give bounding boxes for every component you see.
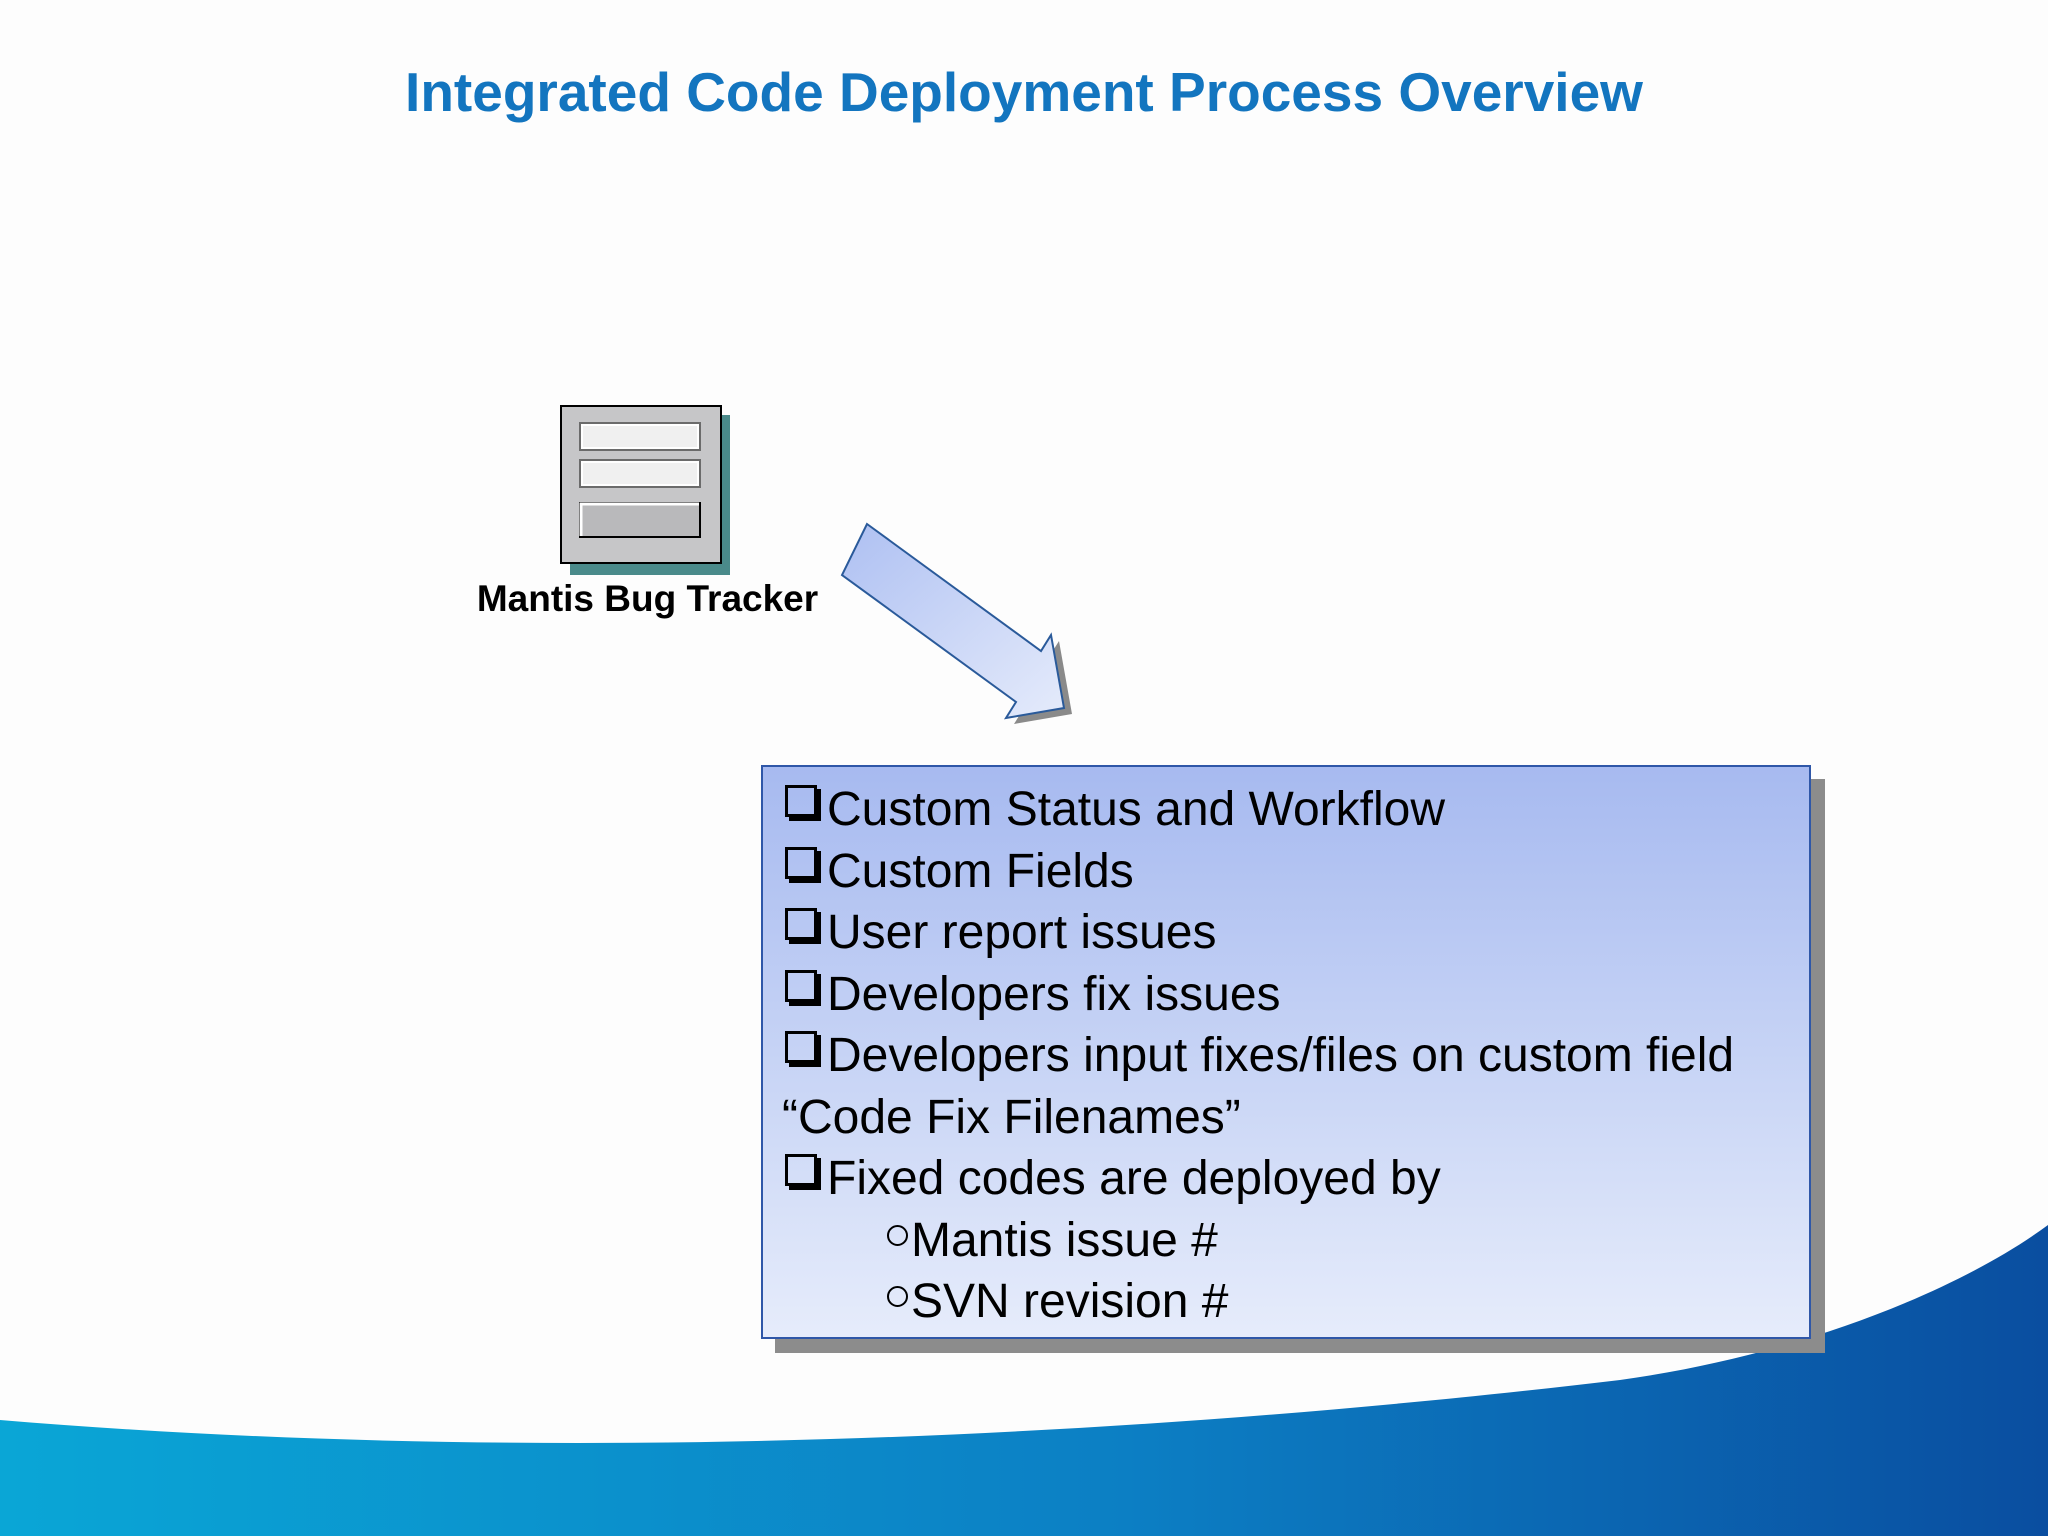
feature-list-box: Custom Status and Workflow Custom Fields… bbox=[761, 765, 1811, 1339]
feature-item: Developers input fixes/files on custom f… bbox=[782, 1025, 1799, 1148]
checkbox-bullet-icon bbox=[785, 785, 817, 817]
feature-sub-item-text: Mantis issue # bbox=[911, 1213, 1218, 1267]
circle-bullet-icon bbox=[887, 1286, 908, 1307]
feature-item: User report issues bbox=[782, 902, 1799, 964]
feature-sub-item: SVN revision # bbox=[782, 1271, 1799, 1333]
slide-title: Integrated Code Deployment Process Overv… bbox=[405, 61, 1643, 123]
feature-sub-item: Mantis issue # bbox=[782, 1210, 1799, 1272]
feature-item-text: Fixed codes are deployed by bbox=[827, 1152, 1441, 1205]
checkbox-bullet-icon bbox=[785, 1031, 817, 1063]
circle-bullet-icon bbox=[887, 1224, 908, 1246]
server-label: Mantis Bug Tracker bbox=[476, 578, 819, 619]
feature-item-text: Developers fix issues bbox=[827, 967, 1281, 1021]
feature-item-text: Developers input fixes/files on custom f… bbox=[782, 1029, 1735, 1144]
feature-item-text: User report issues bbox=[827, 906, 1217, 959]
checkbox-bullet-icon bbox=[785, 908, 817, 940]
checkbox-bullet-icon bbox=[785, 846, 817, 879]
flow-arrow-icon bbox=[840, 522, 1072, 724]
feature-item-text: Custom Fields bbox=[827, 844, 1134, 898]
feature-item: Custom Status and Workflow bbox=[782, 779, 1799, 841]
feature-item-text: Custom Status and Workflow bbox=[827, 783, 1446, 836]
server-icon bbox=[560, 405, 730, 575]
feature-item: Custom Fields bbox=[782, 841, 1799, 903]
checkbox-bullet-icon bbox=[785, 1154, 817, 1186]
feature-item: Fixed codes are deployed by bbox=[782, 1148, 1799, 1210]
checkbox-bullet-icon bbox=[785, 969, 817, 1002]
feature-sub-item-text: SVN revision # bbox=[911, 1275, 1229, 1328]
feature-item: Developers fix issues bbox=[782, 964, 1799, 1026]
